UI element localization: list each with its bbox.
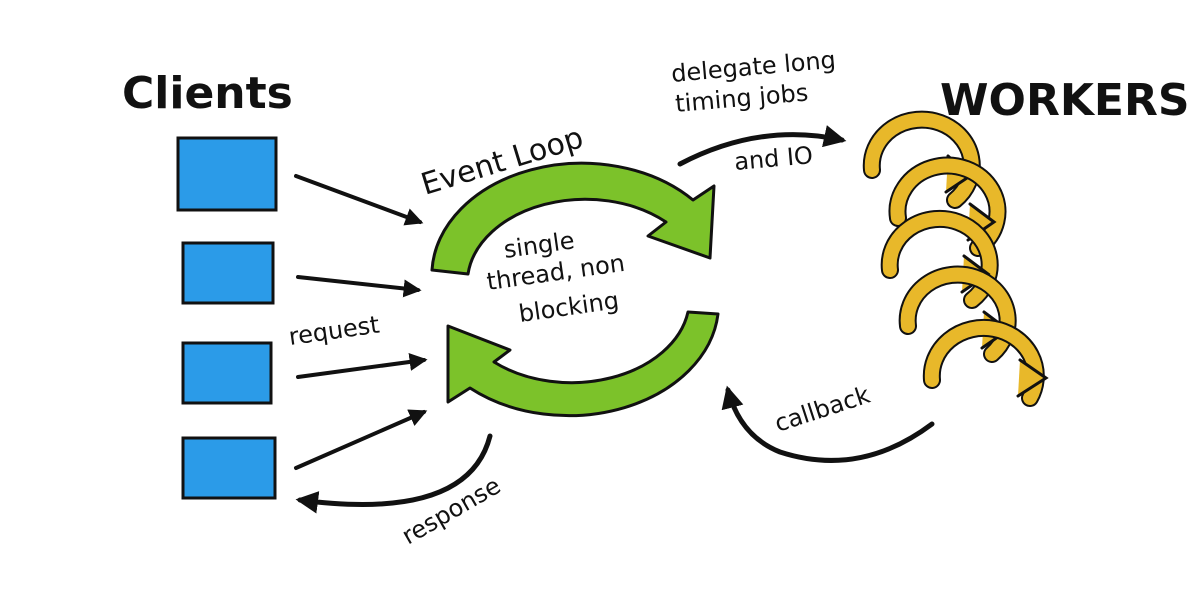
worker-cycle <box>922 318 1049 407</box>
worker-cycle <box>880 209 999 309</box>
clients-title: Clients <box>122 68 293 119</box>
loop-desc-line3: blocking <box>517 286 621 328</box>
delegate-line1: delegate long <box>670 46 837 88</box>
delegate-line3: and IO <box>733 141 814 176</box>
worker-cycles <box>862 110 1049 407</box>
event-loop-cycle <box>430 161 720 418</box>
request-arrow <box>296 275 422 298</box>
loop-arrow-bottom <box>446 310 720 418</box>
loop-arrow-top <box>430 161 716 276</box>
request-arrows <box>294 174 428 470</box>
client-boxes <box>176 136 278 500</box>
client-box <box>181 241 275 305</box>
client-box <box>181 341 273 405</box>
response-label: response <box>397 471 505 550</box>
callback-label: callback <box>771 381 873 438</box>
delegate-arrow <box>677 125 847 167</box>
request-label: request <box>287 311 381 351</box>
request-arrow <box>294 409 428 470</box>
request-arrow <box>294 174 424 226</box>
client-box <box>181 436 277 500</box>
response-arrow <box>295 433 493 514</box>
workers-title: WORKERS <box>940 75 1190 126</box>
request-arrow <box>296 353 428 379</box>
client-box <box>176 136 278 212</box>
callback-arrow <box>721 385 935 463</box>
